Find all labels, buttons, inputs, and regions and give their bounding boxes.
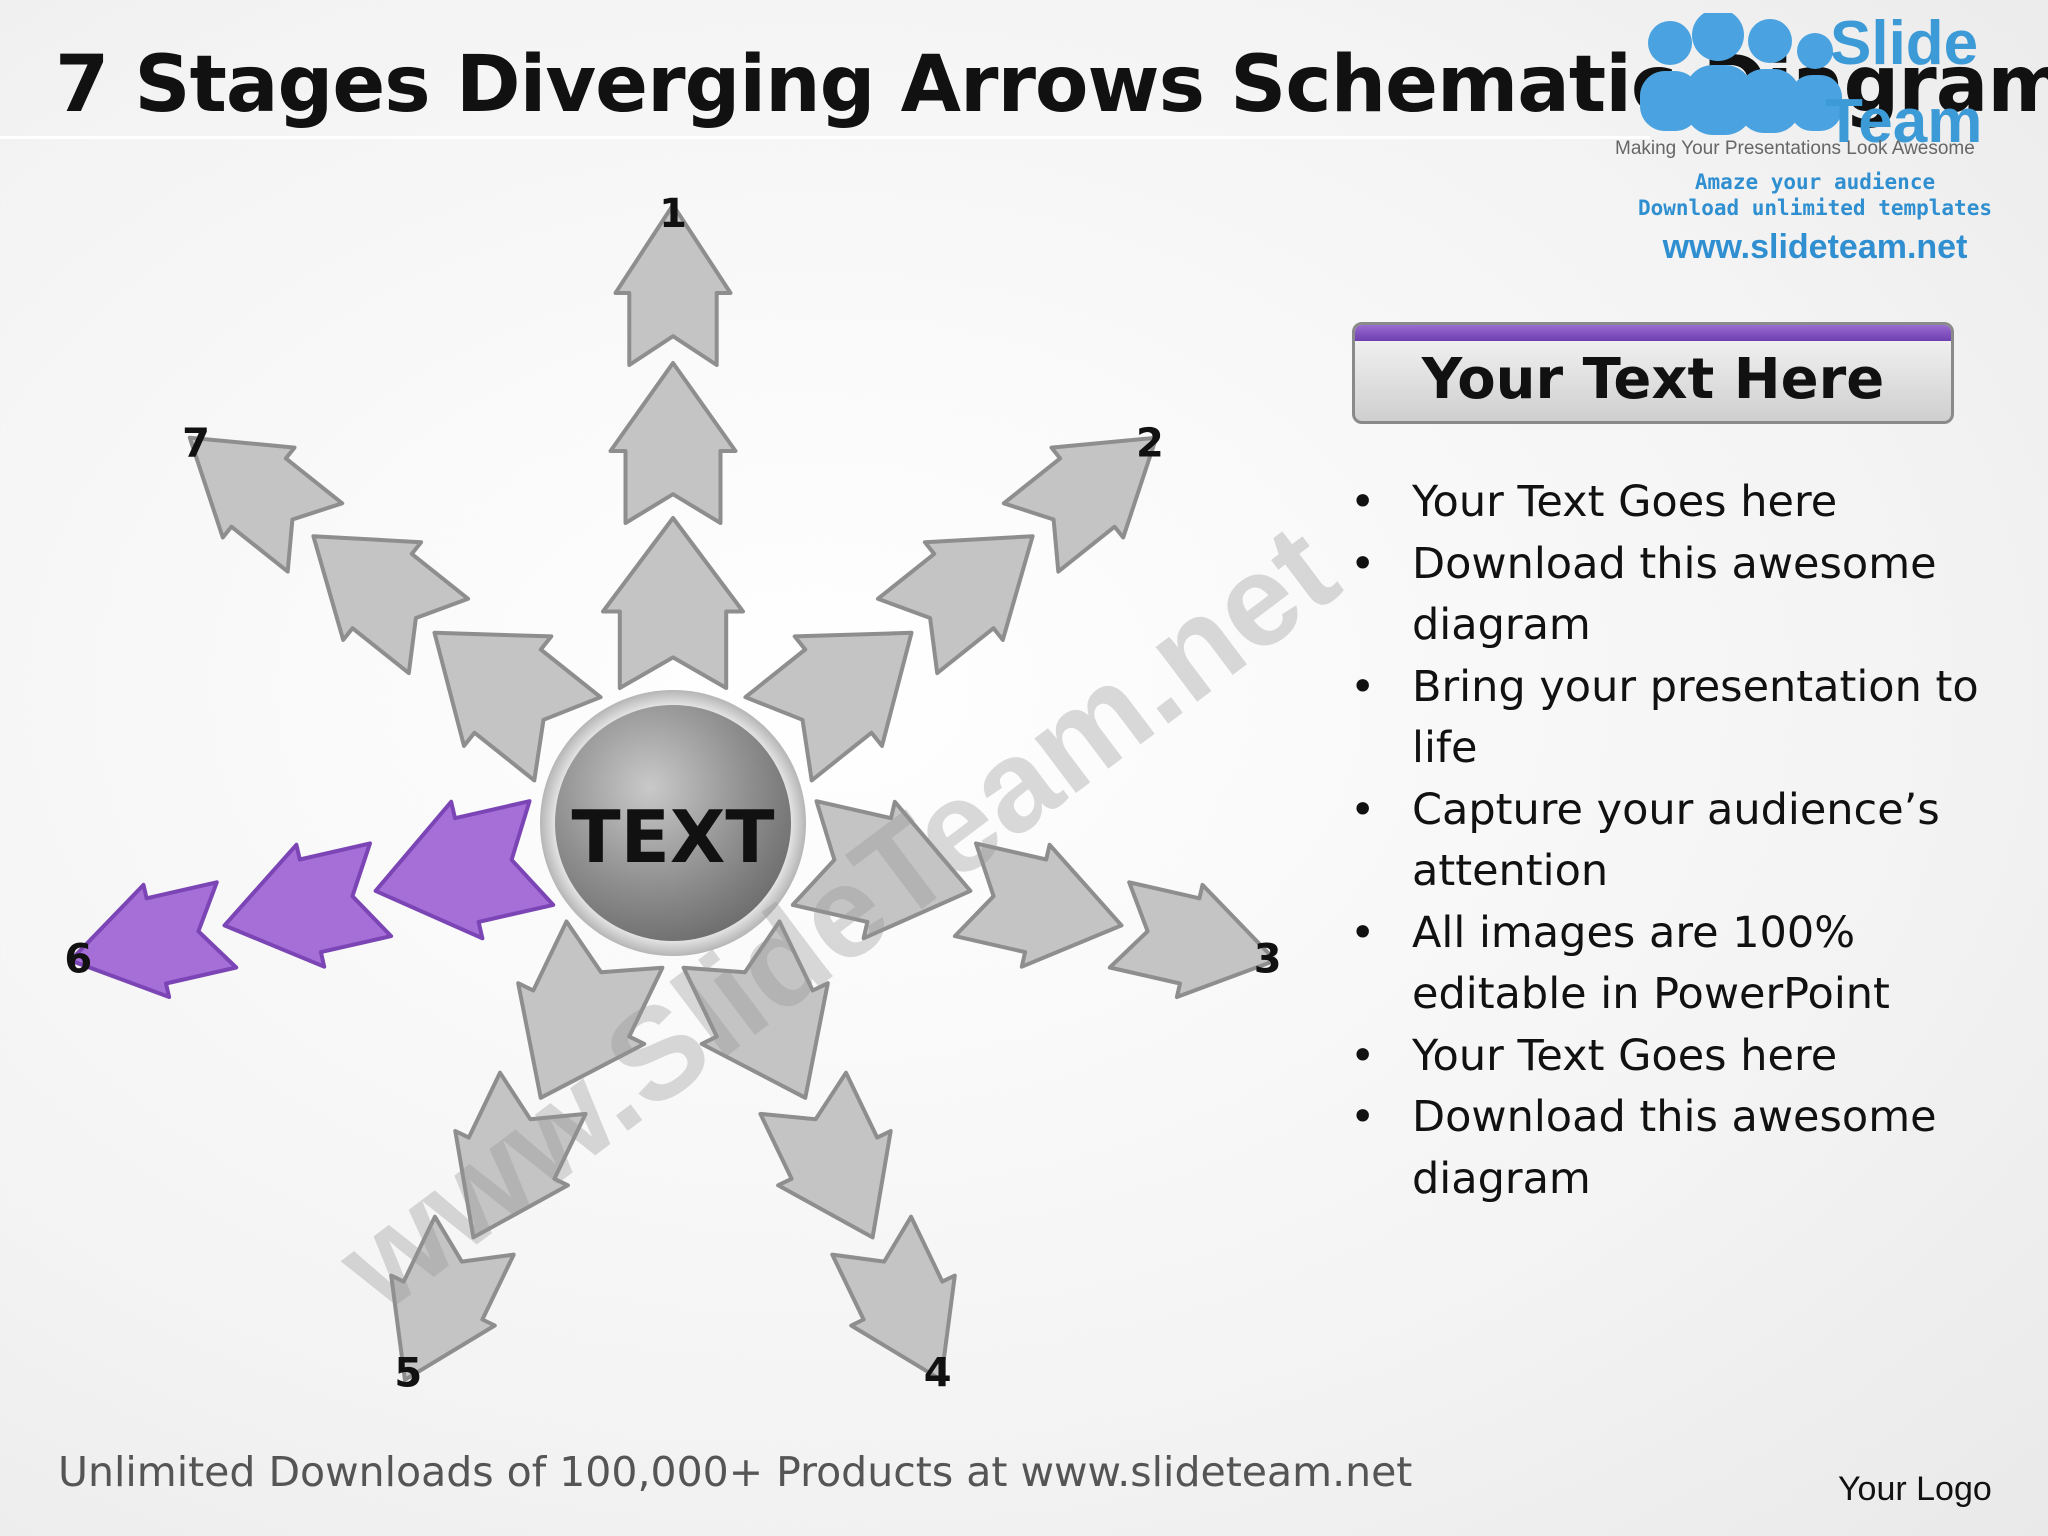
bullet-text: Your Text Goes here [1412,477,1838,527]
stage-1-arrow-segment-3 [613,203,733,367]
bullet-item: • Your Text Goes here [1350,472,2000,534]
bullet-item: • Your Text Goes here [1350,1026,2000,1088]
bullet-text: Bring your presentation to life [1412,661,1979,774]
bullet-text: Capture your audience’s attention [1412,784,1940,897]
stage-label-2: 2 [1136,421,1164,467]
bullet-text: All images are 100% editable in PowerPoi… [1412,907,1890,1020]
stage-3-arrow-segment-3 [1107,880,1278,999]
stage-label-1: 1 [659,191,687,237]
stage-5-arrow-segment-1 [516,919,665,1100]
stage-4-arrow-segment-3 [830,1214,957,1382]
stage-5-arrow-segment-2 [453,1070,588,1240]
stage-6-arrow-segment-1 [373,799,556,941]
stage-2-arrow-segment-3 [1001,435,1159,574]
bullet-dot: • [1350,907,1376,958]
stage-label-4: 4 [924,1351,952,1397]
footer-text: Unlimited Downloads of 100,000+ Products… [58,1448,1413,1496]
slideteam-logo: Slide Team Making Your Presentations Loo… [1610,8,2040,268]
bullet-item: • All images are 100% editable in PowerPo… [1350,903,2000,1026]
stage-label-3: 3 [1254,937,1282,983]
bullet-item: • Capture your audience’s attention [1350,780,2000,903]
logo-brand-line1: Slide [1830,9,1979,78]
logo-brand-line2: Team [1825,87,1983,156]
logo-promo-line2: Download unlimited templates [1637,196,1992,220]
bullet-item: • Download this awesome diagram [1350,534,2000,657]
bullet-text: Your Text Goes here [1412,1030,1838,1081]
people-icon [1640,13,1842,135]
bullet-dot: • [1350,1092,1376,1142]
bullet-dot: • [1350,538,1376,589]
stage-7-arrow-segment-2 [311,534,471,676]
stage-7-arrow-segment-1 [432,630,603,783]
stage-4-arrow-segment-2 [758,1070,893,1240]
panel-header-text: Your Text Here [1421,347,1885,412]
title-underline [0,136,1650,139]
stage-2-arrow-segment-1 [743,630,914,783]
stage-3-arrow-segment-1 [790,799,973,941]
bullet-text: Download this awesome diagram [1412,1092,1937,1204]
bullet-dot: • [1350,1030,1376,1081]
stage-label-6: 6 [64,937,92,983]
diverging-arrows-diagram: TEXT 1 2 3 4 5 6 7 [64,191,1282,1397]
stage-7-arrow-segment-3 [187,435,345,574]
logo-url[interactable]: www.slideteam.net [1662,228,1968,266]
center-label: TEXT [572,795,775,879]
bullet-dot: • [1350,477,1376,527]
stage-label-7: 7 [182,421,210,467]
panel-header: Your Text Here [1352,322,1954,424]
bullet-dot: • [1350,661,1376,712]
your-logo-placeholder: Your Logo [1838,1470,1992,1508]
panel-header-accent-bar [1355,325,1951,341]
bullet-dot: • [1350,784,1376,835]
stage-label-5: 5 [394,1351,422,1397]
stage-5-arrow-segment-3 [389,1214,516,1382]
bullet-list: • Your Text Goes here • Download this aweso… [1350,472,2000,1210]
stage-3-arrow-segment-2 [952,841,1124,969]
bullet-item: • Download this awesome diagram [1350,1087,2000,1210]
bullet-item: • Bring your presentation to life [1350,657,2000,780]
logo-tagline: Making Your Presentations Look Awesome [1615,138,1975,159]
center-circle [555,705,791,941]
stage-6-arrow-segment-2 [222,841,394,969]
stage-1-arrow-segment-2 [608,361,738,525]
stage-1-arrow-segment-1 [601,516,745,690]
bullet-text: Download this awesome diagram [1412,538,1937,651]
stage-4-arrow-segment-1 [681,919,830,1100]
stage-6-arrow-segment-3 [68,880,239,999]
stage-2-arrow-segment-2 [875,534,1035,676]
logo-promo-line1: Amaze your audience [1694,170,1936,194]
